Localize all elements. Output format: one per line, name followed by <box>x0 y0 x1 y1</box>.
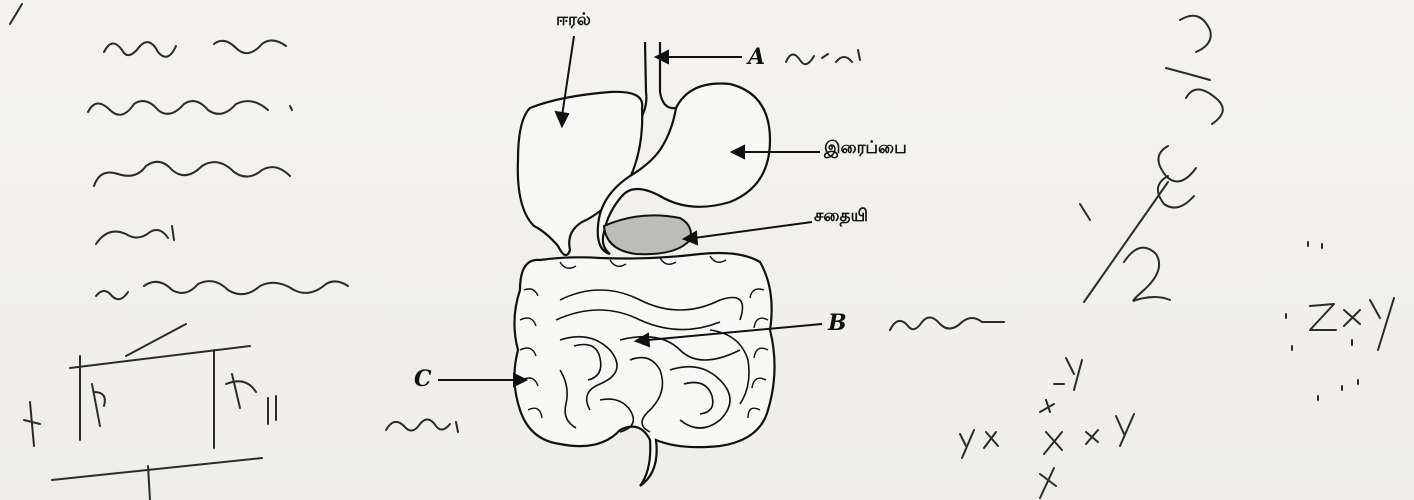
note-a <box>786 50 860 64</box>
grid-letters <box>24 374 276 446</box>
scribble-line-3 <box>94 162 290 186</box>
scribble-line-4 <box>96 226 174 244</box>
note-b <box>890 317 1004 330</box>
right-scribble-top <box>1158 16 1223 208</box>
scribble-line-1 <box>104 40 286 56</box>
label-liver: ஈரல் <box>556 10 591 32</box>
right-two <box>1124 248 1170 301</box>
scribble-line-2 <box>88 101 292 115</box>
label-pancreas: சதையி <box>814 206 868 228</box>
right-zxy <box>1286 242 1394 400</box>
label-stomach: இரைப்பை <box>824 138 907 160</box>
right-slash <box>1080 182 1168 302</box>
grid-lines <box>52 324 262 500</box>
cross-letters <box>960 358 1134 498</box>
note-c <box>386 419 458 432</box>
label-b: B <box>828 310 847 336</box>
stray-mark <box>10 4 22 24</box>
label-c: C <box>414 366 432 392</box>
label-a: A <box>748 44 765 70</box>
scribble-line-5 <box>96 281 348 299</box>
